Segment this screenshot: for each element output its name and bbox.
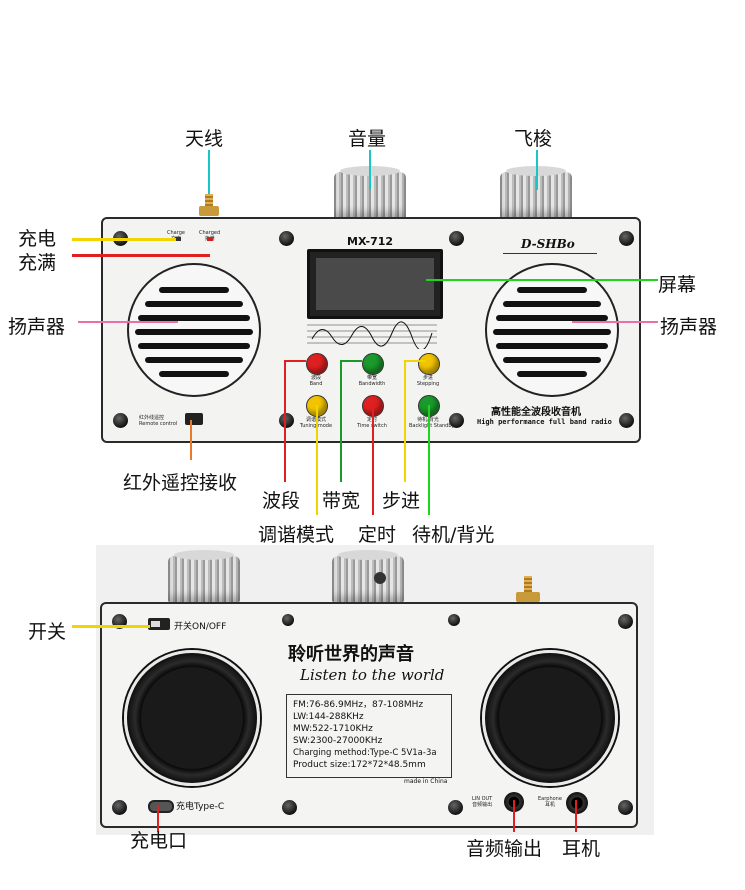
ir-receiver-window (185, 413, 203, 425)
label-earphone: 耳机 (562, 834, 600, 861)
rear-right-speaker (482, 650, 618, 786)
label-power-switch: 开关 (28, 617, 66, 644)
screw (619, 413, 634, 428)
made-in: made in China (404, 778, 447, 785)
label-charging: 充电 (18, 224, 56, 251)
screw (619, 231, 634, 246)
label-ir-receiver: 红外遥控接收 (123, 468, 237, 495)
slogan-en: Listen to the world (300, 666, 444, 684)
spec-line: FM:76-86.9MHz，87-108MHz (293, 699, 445, 711)
lcd-screen (307, 249, 443, 319)
spec-line: Product size:172*72*48.5mm (293, 759, 445, 771)
label-speaker-right: 扬声器 (660, 312, 717, 339)
label-screen: 屏幕 (658, 270, 696, 297)
power-switch-label: 开关ON/OFF (174, 619, 226, 632)
back-panel: 开关ON/OFF 聆听世界的声音 Listen to the world FM:… (100, 602, 638, 828)
screw (449, 231, 464, 246)
label-shuttle: 飞梭 (514, 124, 552, 151)
label-timer: 定时 (358, 520, 396, 547)
right-speaker-grille (485, 263, 619, 397)
rear-knob-right (332, 556, 404, 602)
slogan-cn: 聆听世界的声音 (288, 640, 414, 666)
front-panel: Charge充电 Charged充满 MX-712 D-SHBo (101, 217, 641, 443)
subtitle-cn: 高性能全波段收音机 (491, 403, 581, 418)
label-charged: 充满 (18, 248, 56, 275)
rear-knob-left (168, 556, 240, 602)
label-bandwidth: 带宽 (322, 486, 360, 513)
label-step: 步进 (382, 486, 420, 513)
screw (279, 231, 294, 246)
spec-line: LW:144-288KHz (293, 711, 445, 723)
screw (113, 413, 128, 428)
spec-line: Charging method:Type-C 5V1a-3a (293, 747, 445, 759)
rear-antenna (514, 576, 542, 604)
charged-led (207, 237, 213, 241)
typec-label: 充电Type-C (176, 799, 224, 812)
label-band: 波段 (262, 486, 300, 513)
label-standby-backlight: 待机/背光 (412, 520, 494, 547)
typec-port[interactable] (148, 800, 174, 813)
earphone-jack[interactable] (566, 792, 588, 814)
label-antenna: 天线 (185, 124, 223, 151)
screw (279, 413, 294, 428)
label-charge-port: 充电口 (130, 826, 187, 853)
spec-box: FM:76-86.9MHz，87-108MHz LW:144-288KHz MW… (286, 694, 452, 778)
model-label: MX-712 (347, 235, 393, 248)
brand-logo: D-SHBo (521, 237, 575, 251)
wave-graphic (307, 319, 437, 349)
bandwidth-button[interactable] (362, 353, 384, 375)
left-speaker-grille (127, 263, 261, 397)
power-switch[interactable] (148, 618, 170, 630)
label-tuning-mode: 调谐模式 (258, 520, 334, 547)
band-button[interactable] (306, 353, 328, 375)
label-volume: 音量 (348, 124, 386, 151)
label-audio-out: 音频输出 (466, 834, 542, 861)
label-speaker-left: 扬声器 (8, 312, 65, 339)
spec-line: MW:522-1710KHz (293, 723, 445, 735)
step-button[interactable] (418, 353, 440, 375)
spec-line: SW:2300-27000KHz (293, 735, 445, 747)
subtitle-en: High performance full band radio (477, 418, 612, 426)
rear-left-speaker (124, 650, 260, 786)
